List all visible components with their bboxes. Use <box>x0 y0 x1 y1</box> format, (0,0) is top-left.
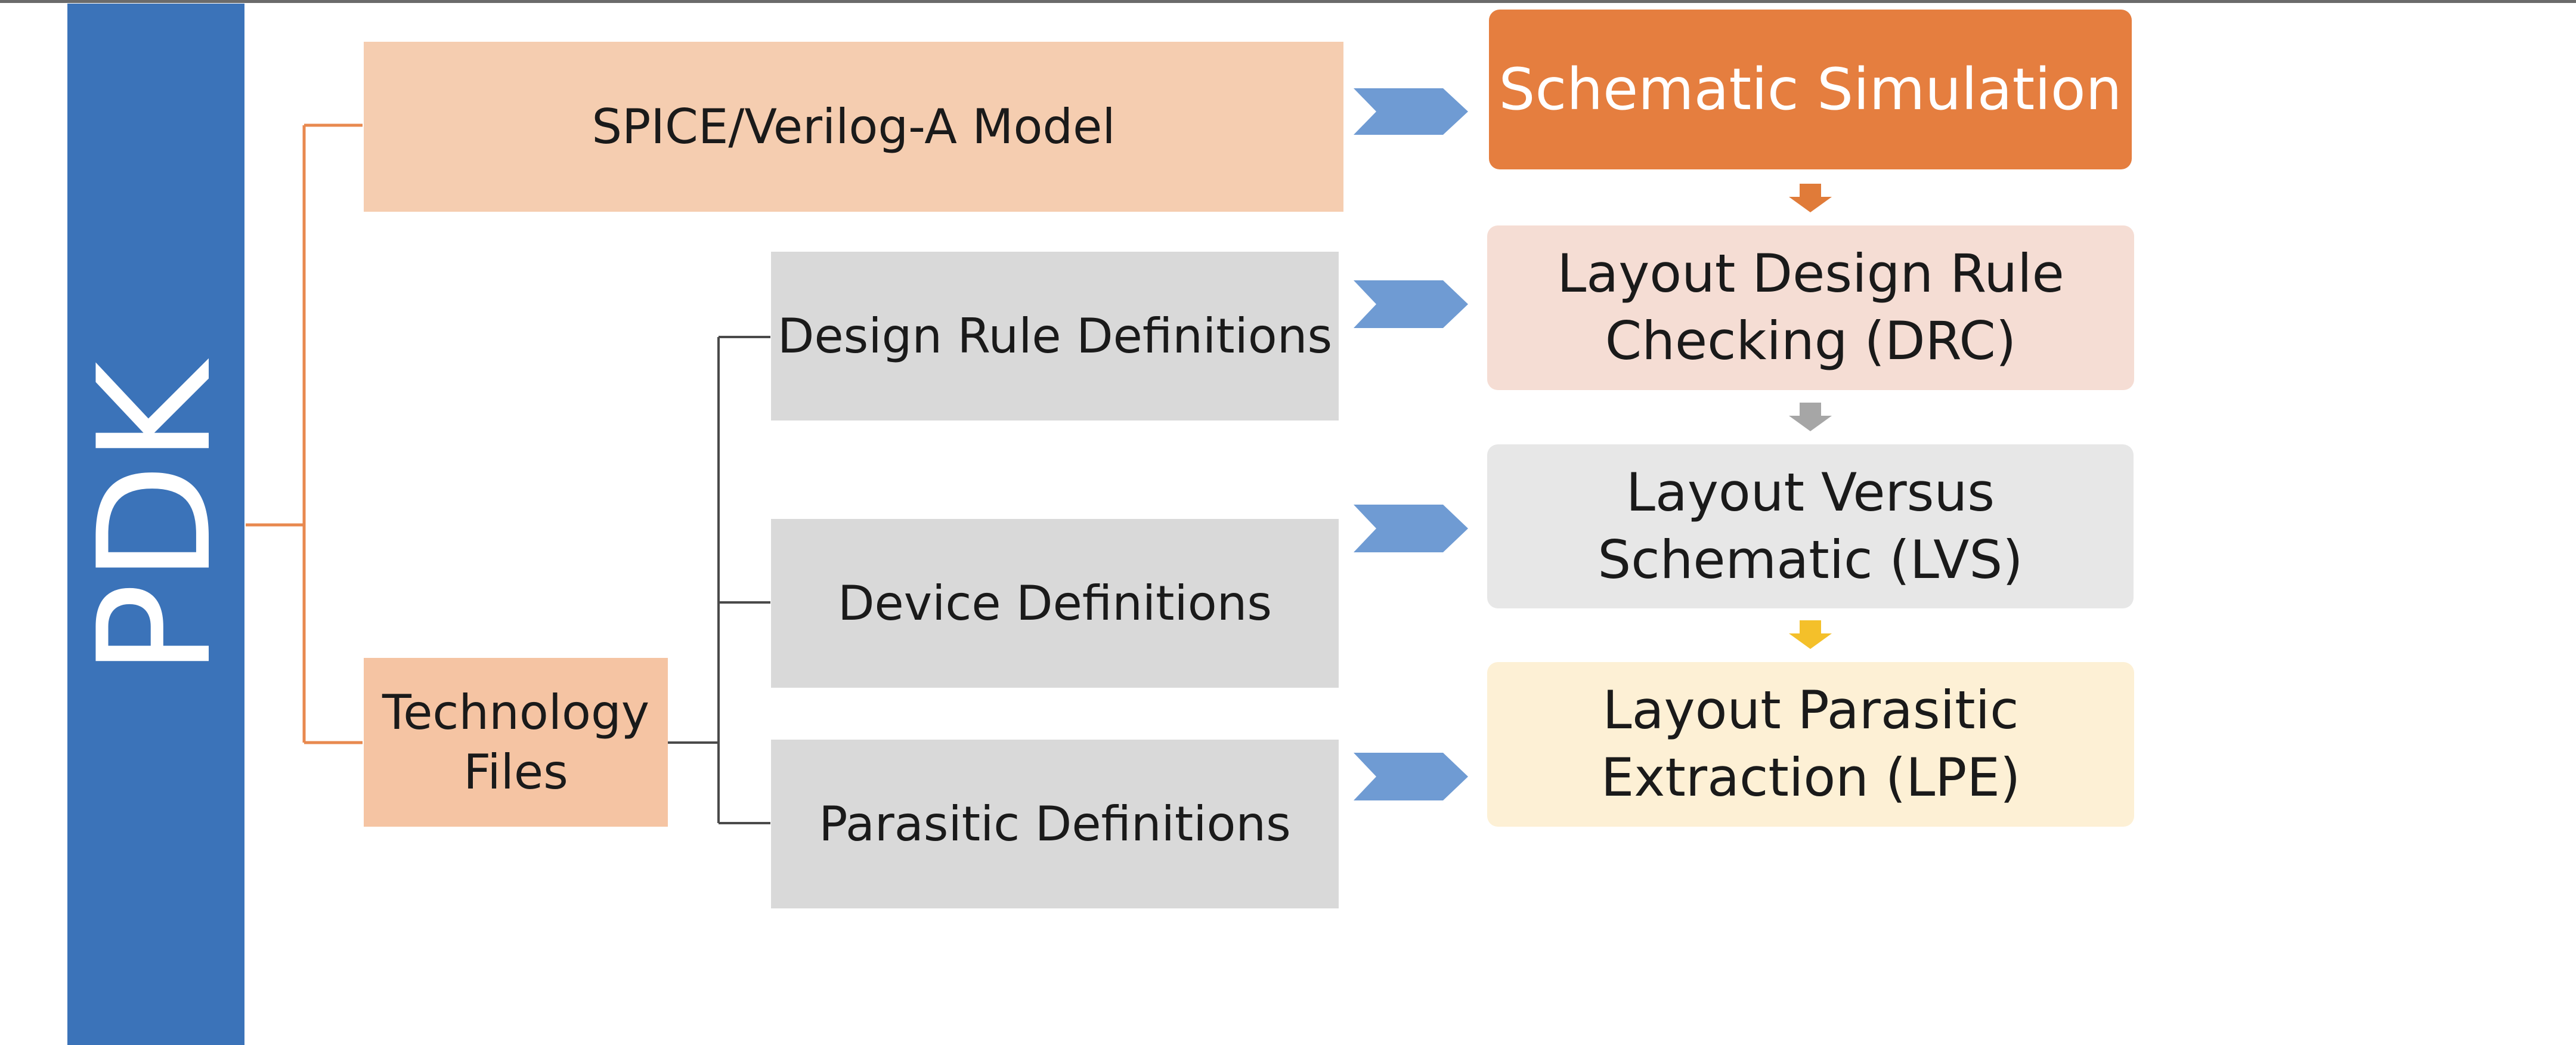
parasitic-definitions-box: Parasitic Definitions <box>771 740 1339 908</box>
flow-arrows <box>1354 88 1468 800</box>
schematic-simulation-label: Schematic Simulation <box>1498 55 2122 123</box>
lvs-box: Layout Versus Schematic (LVS) <box>1487 444 2134 608</box>
down-arrow-3 <box>1789 620 1832 649</box>
spice-model-box: SPICE/Verilog-A Model <box>364 42 1343 212</box>
device-definitions-label: Device Definitions <box>837 575 1272 631</box>
drc-box: Layout Design Rule Checking (DRC) <box>1487 225 2134 390</box>
arrow-design-rule-to-drc <box>1354 280 1468 328</box>
spice-model-label: SPICE/Verilog-A Model <box>592 98 1116 154</box>
schematic-simulation-box: Schematic Simulation <box>1489 10 2132 169</box>
design-rule-definitions-box: Design Rule Definitions <box>771 252 1339 421</box>
lvs-label: Layout Versus Schematic (LVS) <box>1597 461 2023 590</box>
technology-files-label: Technology Files <box>382 684 650 800</box>
arrow-device-to-lvs <box>1354 505 1468 552</box>
technology-files-box: Technology Files <box>364 658 668 827</box>
pdk-connector <box>246 123 363 744</box>
pdk-root-bar <box>67 4 244 1045</box>
down-arrow-2 <box>1789 403 1832 431</box>
drc-label: Layout Design Rule Checking (DRC) <box>1557 243 2064 372</box>
parasitic-definitions-label: Parasitic Definitions <box>819 796 1291 852</box>
lpe-box: Layout Parasitic Extraction (LPE) <box>1487 662 2134 827</box>
top-border <box>0 0 2576 3</box>
arrow-spice-to-simulation <box>1354 88 1468 135</box>
design-rule-definitions-label: Design Rule Definitions <box>777 308 1333 364</box>
tech-connector <box>668 336 770 824</box>
device-definitions-box: Device Definitions <box>771 519 1339 688</box>
arrow-parasitic-to-lpe <box>1354 753 1468 800</box>
lpe-label: Layout Parasitic Extraction (LPE) <box>1600 679 2021 808</box>
down-arrow-1 <box>1789 184 1832 212</box>
